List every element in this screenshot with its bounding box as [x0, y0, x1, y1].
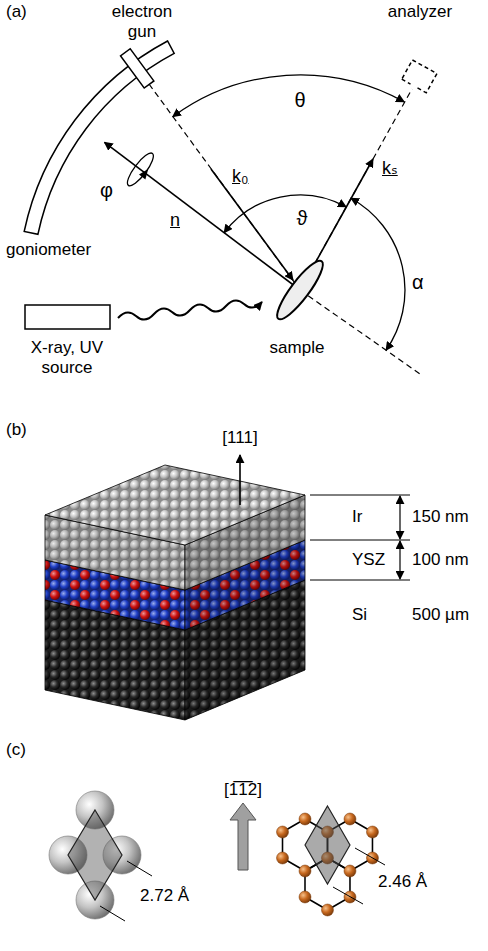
vector-label: kₛ: [382, 158, 398, 180]
part-label: analyzer: [388, 2, 452, 22]
direction-arrow: [230, 803, 256, 870]
carbon-atom: [277, 852, 289, 864]
carbon-atom: [366, 826, 378, 838]
carbon-atom: [299, 865, 311, 877]
tick-line: [310, 540, 410, 541]
vector-label: k₀: [232, 166, 248, 188]
tick-line: [310, 495, 410, 496]
dimension-label: 2.46 Å: [378, 872, 427, 892]
beam-line: [300, 89, 412, 290]
leader-line: [333, 887, 363, 904]
layer-label: Ir: [352, 507, 362, 527]
leader-line: [355, 848, 385, 865]
source-symbol: [25, 305, 110, 329]
dimension-label: 100 nm: [412, 550, 469, 570]
radiation-wave: [118, 300, 262, 319]
angle-symbol: α: [412, 270, 424, 294]
layer-label: YSZ: [352, 550, 385, 570]
part-label: electron gun: [100, 2, 184, 43]
normal-arrow: [105, 142, 301, 290]
carbon-atom: [344, 865, 356, 877]
graphene-lattice: [277, 806, 379, 916]
layer-label: Si: [352, 605, 367, 625]
angle-symbol: θ: [294, 88, 305, 112]
angle-arc: [224, 195, 346, 233]
surface-line: [300, 290, 423, 376]
unit-cell-rhombus: [305, 806, 350, 884]
panel-letter: (c): [6, 740, 26, 760]
unit-cell-rhombus: [68, 810, 122, 900]
carbon-atom: [299, 891, 311, 903]
direction-label: [111]: [222, 428, 257, 448]
dimension-marks: [240, 455, 410, 580]
rotation-arrowhead: [139, 167, 151, 180]
layer-stack: [45, 465, 305, 720]
leader-line: [127, 861, 152, 876]
face-shade: [45, 515, 185, 720]
ir-unit-cell: [49, 791, 152, 921]
electron-gun-symbol: [121, 49, 154, 88]
dimension-label: 2.72 Å: [140, 886, 189, 906]
goniometer-arc: [24, 41, 174, 234]
dimension-label: 150 nm: [412, 507, 469, 527]
analyzer-symbol: [402, 60, 437, 93]
angle-symbol: ϑ: [297, 206, 308, 230]
panel-letter: (a): [6, 2, 27, 22]
direction-label: [1̅1̅2]: [224, 780, 262, 800]
vector-label: n: [170, 210, 180, 232]
beam-line: [149, 84, 300, 290]
wave-vector-arrow: [211, 169, 293, 280]
direction-arrow: [239, 455, 241, 505]
carbon-atom: [299, 813, 311, 825]
leader-line: [100, 906, 125, 921]
carbon-atom: [322, 904, 334, 916]
panel-letter: (b): [6, 420, 27, 440]
dimension-arrow: [399, 496, 400, 539]
part-label: goniometer: [6, 240, 91, 260]
dimension-arrow: [399, 541, 400, 579]
tick-line: [310, 580, 410, 581]
part-label: sample: [270, 338, 325, 358]
rotation-ellipse: [124, 150, 158, 189]
dimension-label: 500 µm: [412, 605, 469, 625]
rotation-symbol: [124, 150, 161, 192]
angle-symbol: φ: [100, 178, 113, 202]
angle-arc: [351, 198, 405, 350]
face-shade: [185, 495, 305, 720]
part-label: X-ray, UV source: [17, 338, 117, 379]
carbon-atom: [344, 813, 356, 825]
angle-arc: [173, 75, 405, 117]
setup-panel: [24, 41, 437, 376]
carbon-atom: [277, 826, 289, 838]
sample-disc: [271, 256, 329, 324]
